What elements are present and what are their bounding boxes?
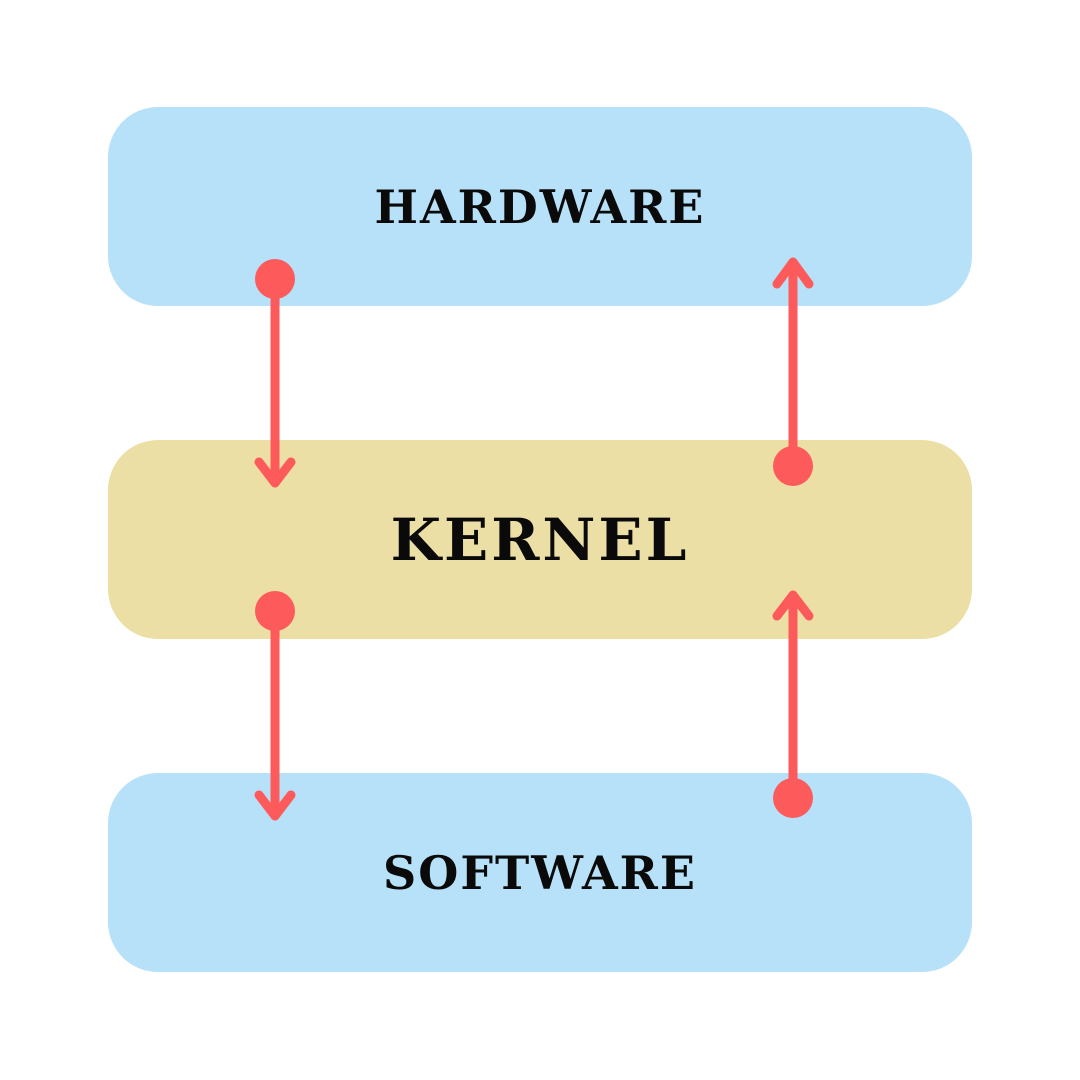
layer-software-label: SOFTWARE [383,846,697,900]
arrow-kernel-to-hardware [772,257,814,486]
arrow-software-to-kernel-origin-dot [773,778,813,818]
arrow-kernel-to-software-origin-dot [255,591,295,631]
arrow-up-head-icon [772,257,814,289]
arrow-kernel-to-hardware-origin-dot [773,446,813,486]
arrow-software-to-kernel [772,590,814,818]
arrow-down-head-icon [254,457,296,488]
layer-kernel-label: KERNEL [391,506,690,574]
layer-hardware-box [108,107,972,306]
layer-kernel-box [108,440,972,639]
arrow-kernel-to-software [254,591,296,821]
layer-hardware: HARDWARE [108,107,972,306]
arrow-up-head-icon [772,590,814,621]
layer-kernel: KERNEL [108,440,972,639]
arrow-hardware-to-kernel-origin-dot [255,259,295,299]
layer-hardware-label: HARDWARE [375,180,706,234]
arrow-down-head-icon [254,790,296,821]
arrow-hardware-to-kernel [254,259,296,488]
layer-software: SOFTWARE [108,773,972,972]
layer-software-box [108,773,972,972]
